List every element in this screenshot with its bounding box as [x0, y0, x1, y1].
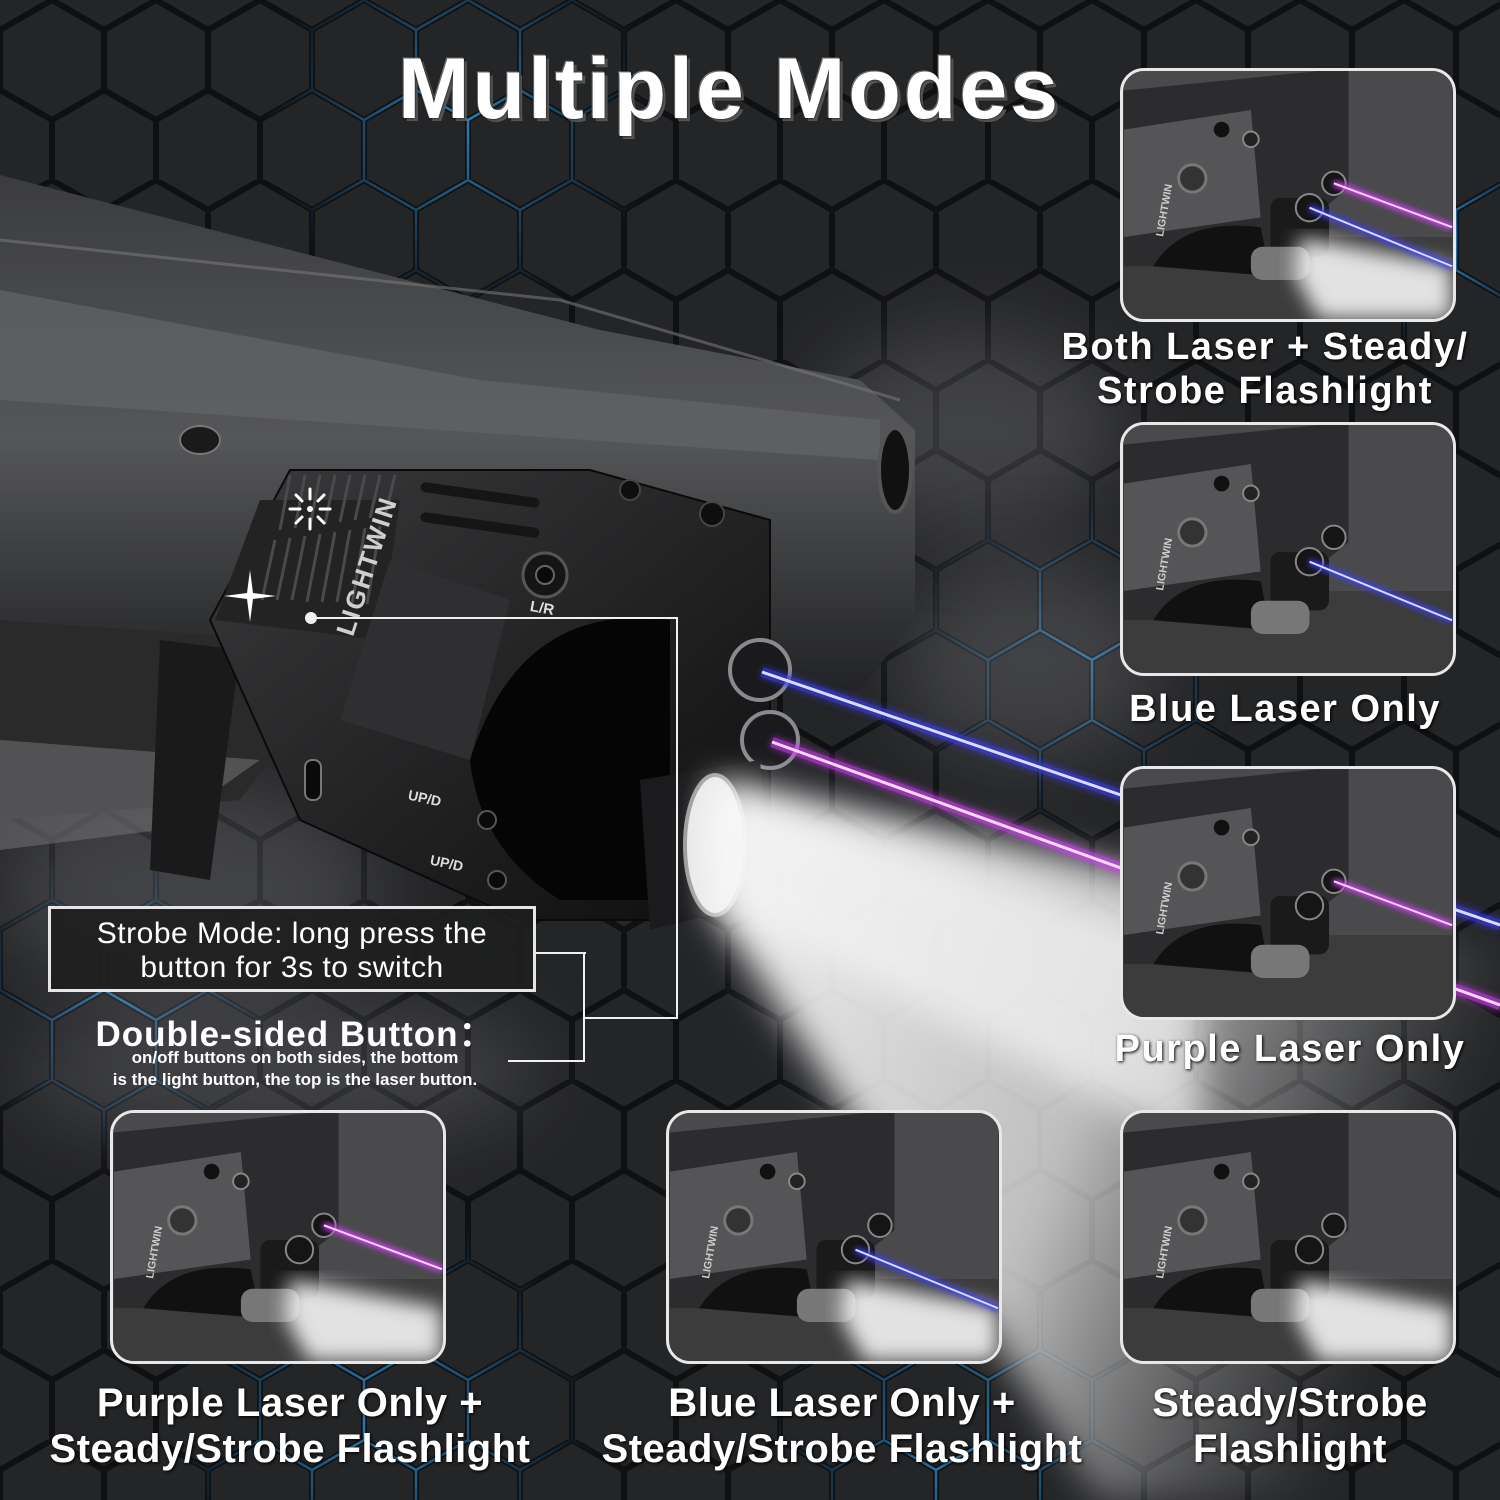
mode-thumbnail-both-laser-flashlight: LIGHTWIN [1120, 68, 1456, 322]
caption-line-1: Blue Laser Only [1129, 688, 1441, 730]
mode-caption-blue-only: Blue Laser Only [1090, 688, 1480, 732]
description-line-2: is the light button, the top is the lase… [112, 1070, 478, 1089]
sparkle-star-icon [224, 570, 276, 622]
strobe-burst-icon [288, 487, 332, 531]
caption-line-1: Purple Laser Only + [96, 1381, 484, 1425]
mode-thumbnail-flashlight-only: LIGHTWIN [1120, 1110, 1456, 1364]
mode-thumbnail-purple-only: LIGHTWIN [1120, 766, 1456, 1020]
mode-caption-blue-flashlight: Blue Laser Only + Steady/Strobe Flashlig… [572, 1380, 1112, 1472]
smoke-effect [900, 560, 1160, 760]
callout-leader-line [676, 617, 678, 1019]
callout-leader-line [311, 617, 677, 619]
caption-line-1: Blue Laser Only + [668, 1381, 1016, 1425]
double-sided-button-description: on/off buttons on both sides, the bottom… [50, 1047, 540, 1091]
double-sided-button-heading: Double-sided Button： [95, 1015, 495, 1054]
caption-line-2: Steady/Strobe Flashlight [49, 1427, 531, 1471]
caption-line-2: Strobe Flashlight [1097, 369, 1433, 412]
mode-caption-purple-flashlight: Purple Laser Only + Steady/Strobe Flashl… [20, 1380, 560, 1472]
caption-line-2: Steady/Strobe Flashlight [601, 1427, 1083, 1471]
caption-line-1: Steady/Strobe [1152, 1381, 1428, 1425]
caption-line-1: Purple Laser Only [1114, 1028, 1466, 1070]
mode-caption-flashlight-only: Steady/Strobe Flashlight [1120, 1380, 1460, 1472]
callout-leader-line [536, 952, 586, 954]
callout-leader-line [583, 952, 585, 1062]
caption-line-1: Both Laser + Steady/ [1061, 326, 1469, 368]
description-line-1: on/off buttons on both sides, the bottom [131, 1048, 459, 1067]
mode-thumbnail-blue-only: LIGHTWIN [1120, 422, 1456, 676]
callout-leader-line [508, 1060, 585, 1062]
strobe-mode-line-1: Strobe Mode: long press the [96, 917, 488, 950]
mode-thumbnail-blue-flashlight: LIGHTWIN [666, 1110, 1002, 1364]
page-title: Multiple Modes [398, 41, 1062, 137]
mode-caption-purple-only: Purple Laser Only [1080, 1028, 1500, 1072]
mode-caption-both-laser: Both Laser + Steady/ Strobe Flashlight [1030, 326, 1500, 413]
strobe-mode-line-2: button for 3s to switch [140, 951, 444, 984]
callout-leader-line [584, 1017, 678, 1019]
strobe-mode-callout: Strobe Mode: long press the button for 3… [48, 906, 536, 992]
mode-thumbnail-purple-flashlight: LIGHTWIN [110, 1110, 446, 1364]
caption-line-2: Flashlight [1193, 1427, 1387, 1471]
